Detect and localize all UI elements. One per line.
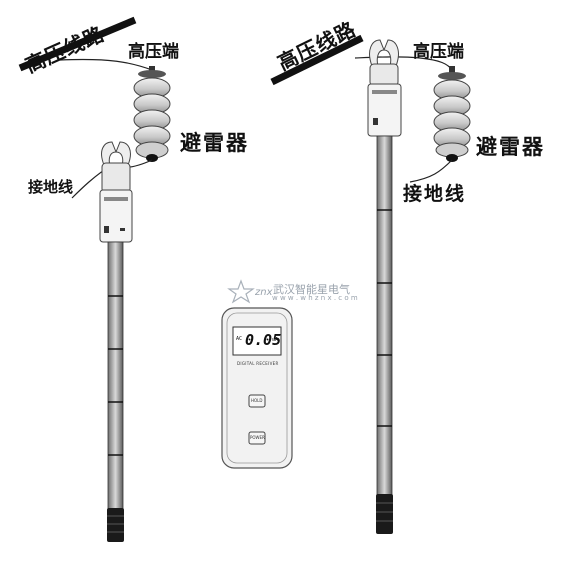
watermark-url: w w w . w h z n x . c o m — [272, 294, 358, 302]
right-scene — [270, 34, 471, 534]
receiver-display-value: 0.05 — [245, 331, 282, 349]
left-arrester — [133, 66, 171, 162]
left-scene — [18, 16, 171, 542]
receiver-button-power[interactable] — [248, 431, 266, 445]
receiver-button-hold[interactable] — [248, 394, 266, 408]
left-hv-terminal-label: 高压端 — [128, 42, 179, 62]
watermark-company: 武汉智能星电气 — [273, 283, 350, 296]
receiver-lcd — [232, 326, 282, 356]
left-hv-line — [18, 16, 137, 72]
right-arrester-label: 避雷器 — [476, 135, 545, 159]
left-hv-wire — [59, 58, 153, 71]
right-insulating-pole — [376, 135, 393, 534]
left-ground-label: 接地线 — [28, 178, 74, 196]
right-hv-terminal-label: 高压端 — [413, 42, 464, 62]
receiver-model-text: DIGITAL RECEIVER — [237, 361, 279, 366]
right-hv-line — [270, 34, 364, 86]
right-clamp-sensor — [367, 39, 402, 137]
right-ground-wire — [409, 159, 453, 183]
receiver-button-power-label: POWER — [250, 435, 265, 440]
receiver-display-unit: uA — [272, 337, 279, 343]
receiver-button-hold-label: HOLD — [251, 398, 263, 403]
watermark-star-icon — [227, 279, 255, 304]
watermark-brand: znx — [255, 287, 273, 298]
left-insulating-pole — [107, 241, 124, 542]
left-arrester-label: 避雷器 — [180, 131, 249, 155]
left-clamp-sensor — [99, 141, 133, 243]
right-arrester — [433, 66, 471, 162]
right-ground-label: 接地线 — [403, 183, 467, 205]
digital-receiver — [221, 307, 293, 469]
receiver-display-ac: AC — [236, 336, 243, 342]
